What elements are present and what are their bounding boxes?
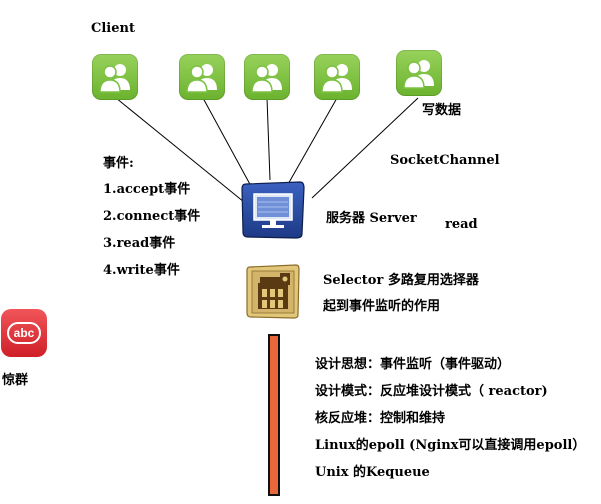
server-label: 服务器 Server bbox=[326, 211, 417, 226]
monitor-icon bbox=[240, 180, 306, 240]
abc-app-icon: abc bbox=[0, 308, 48, 358]
event-item-connect: 2.connect事件 bbox=[103, 209, 201, 224]
selector-description: 起到事件监听的作用 bbox=[323, 299, 441, 314]
write-data-label: 写数据 bbox=[422, 103, 462, 118]
abc-icon-text: abc bbox=[13, 326, 35, 340]
users-icon bbox=[92, 54, 138, 100]
selector-label: Selector 多路复用选择器 bbox=[323, 273, 479, 288]
line-client-2 bbox=[202, 97, 253, 189]
event-item-accept: 1.accept事件 bbox=[103, 182, 191, 197]
events-title: 事件: bbox=[103, 156, 134, 171]
note-design-pattern: 设计模式：反应堆设计模式（ reactor) bbox=[315, 384, 548, 399]
line-client-1 bbox=[115, 97, 245, 203]
read-label: read bbox=[445, 217, 478, 232]
note-design-idea: 设计思想：事件监听（事件驱动） bbox=[315, 357, 511, 372]
line-client-3 bbox=[266, 97, 271, 181]
thundering-herd-label: 惊群 bbox=[2, 373, 29, 388]
event-loop-bar bbox=[268, 334, 280, 496]
note-linux-epoll: Linux的epoll (Nginx可以直接调用epoll） bbox=[315, 438, 586, 453]
line-client-4 bbox=[286, 97, 338, 187]
users-icon bbox=[396, 50, 442, 96]
users-icon bbox=[314, 54, 360, 100]
event-item-write: 4.write事件 bbox=[103, 263, 180, 278]
note-unix-kqueue: Unix 的Kequeue bbox=[315, 465, 430, 480]
users-icon bbox=[179, 54, 225, 100]
building-icon bbox=[246, 263, 300, 319]
event-item-read: 3.read事件 bbox=[103, 236, 176, 251]
note-nuclear-reactor: 核反应堆：控制和维持 bbox=[315, 411, 446, 426]
users-icon bbox=[244, 54, 290, 100]
line-client-5 bbox=[311, 97, 419, 199]
socket-channel-label: SocketChannel bbox=[390, 153, 500, 168]
client-label: Client bbox=[91, 21, 135, 36]
